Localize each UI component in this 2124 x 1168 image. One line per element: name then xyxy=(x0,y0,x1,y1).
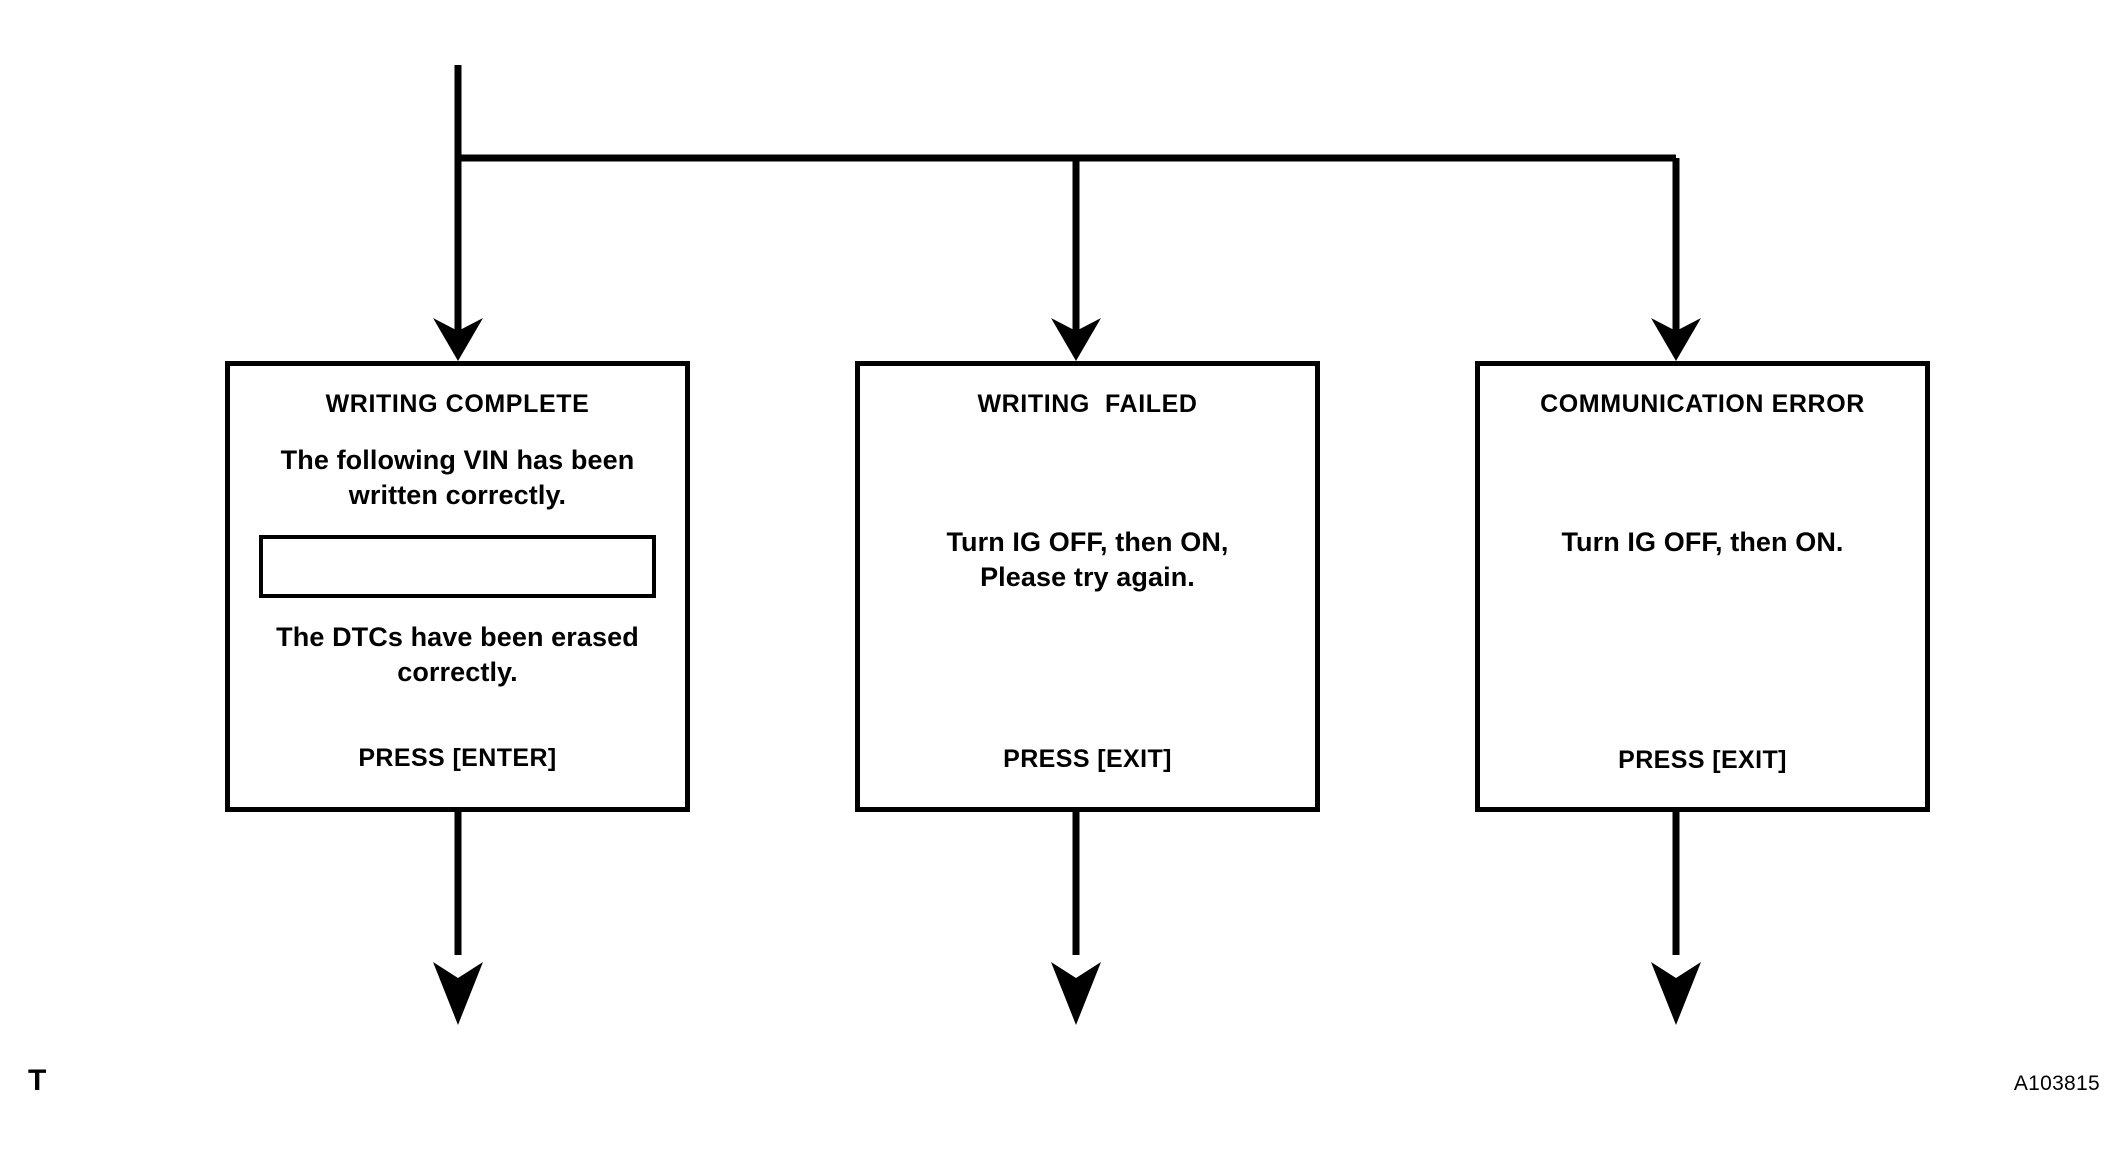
screen-box-writing-complete: WRITING COMPLETE The following VIN has b… xyxy=(225,361,690,812)
arrowhead-into-writing-complete xyxy=(433,318,483,361)
message-dtc-erased: The DTCs have been erased correctly. xyxy=(276,621,639,687)
arrowhead-into-communication-error xyxy=(1651,318,1701,361)
screen-box-communication-error: COMMUNICATION ERROR Turn IG OFF, then ON… xyxy=(1475,361,1930,812)
figure-reference-code: A103815 xyxy=(2013,1072,2100,1095)
press-prompt-exit-failed: PRESS [EXIT] xyxy=(1003,744,1172,773)
message-retry-instruction: Turn IG OFF, then ON, Please try again. xyxy=(946,526,1229,592)
screen-title-writing-failed: WRITING FAILED xyxy=(977,390,1198,418)
message-vin-written: The following VIN has been written corre… xyxy=(280,444,635,510)
arrowhead-into-writing-failed xyxy=(1051,318,1101,361)
press-prompt-enter: PRESS [ENTER] xyxy=(358,743,557,772)
screen-title-communication-error: COMMUNICATION ERROR xyxy=(1540,390,1865,418)
page-marker: T xyxy=(28,1064,47,1097)
arrowhead-exit-writing-complete xyxy=(433,962,483,1025)
press-prompt-exit-comm: PRESS [EXIT] xyxy=(1618,745,1787,774)
screen-title-writing-complete: WRITING COMPLETE xyxy=(325,390,590,418)
vin-display-field[interactable] xyxy=(259,534,656,598)
arrowhead-exit-communication-error xyxy=(1651,962,1701,1025)
arrowhead-exit-writing-failed xyxy=(1051,962,1101,1025)
screen-box-writing-failed: WRITING FAILED Turn IG OFF, then ON, Ple… xyxy=(855,361,1320,812)
message-ig-cycle-instruction: Turn IG OFF, then ON. xyxy=(1561,526,1844,557)
